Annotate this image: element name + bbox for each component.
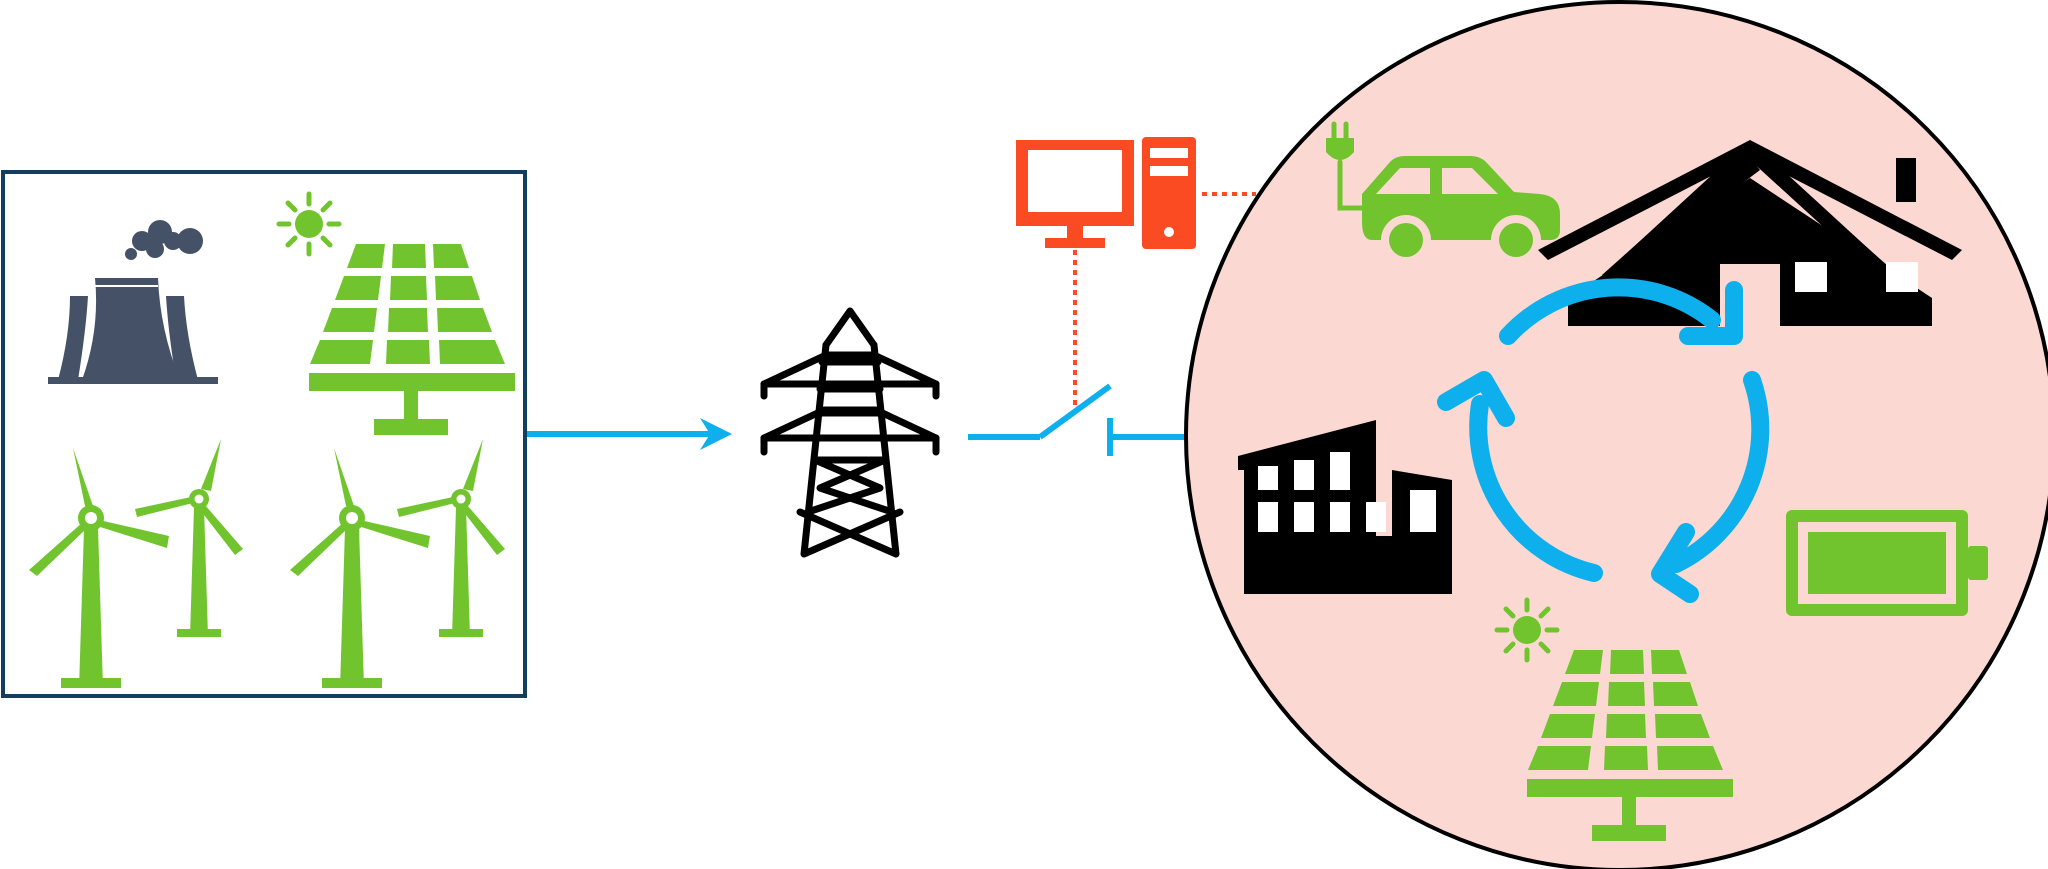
microgrid <box>1184 0 2048 869</box>
computer-monitor-icon <box>1016 140 1134 248</box>
energy-cycle-arrows-icon <box>1437 278 1770 603</box>
control-computer <box>1016 137 1256 406</box>
factory-windows <box>1258 452 1436 532</box>
computer-tower-icon <box>1142 137 1196 249</box>
transmission-tower-icon <box>760 307 940 558</box>
generation-box <box>1 170 527 698</box>
battery-icon <box>1786 510 1988 616</box>
distribution-line <box>968 383 1185 456</box>
electric-car-icon <box>1326 121 1560 265</box>
generation-to-transmission-arrow <box>527 418 732 450</box>
open-switch-icon <box>1038 383 1112 440</box>
power-plant-icon <box>48 220 218 384</box>
microgrid-boundary <box>1184 0 2048 869</box>
